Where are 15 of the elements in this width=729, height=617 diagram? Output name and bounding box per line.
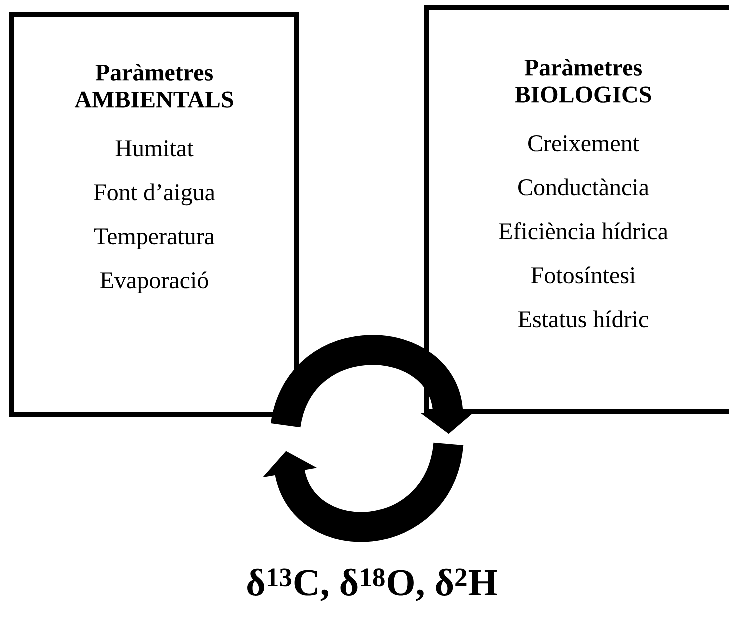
cycle-arrow [262,441,464,542]
list-item: Conductància [518,178,650,196]
list-item: Estatus hídric [518,310,648,328]
isotope-label: δ$^{13}$C, δ$^{18}$O, δ$^{2}$H [248,568,498,602]
list-item: Fotosíntesi [532,266,636,284]
list-item: Humitat [116,140,194,157]
list-item: Font d’aigua [94,184,216,206]
list-item: Temperatura [94,228,215,250]
list-item: Evaporació [100,272,208,294]
box-heading: Paràmetres AMBIENTALS [74,64,234,108]
list-item: Eficiència hídrica [499,222,668,240]
box-heading: Paràmetres BIOLOGICS [515,59,652,103]
list-item: Creixement [528,136,640,152]
parameter-box [10,12,300,418]
parameter-box [424,5,729,414]
